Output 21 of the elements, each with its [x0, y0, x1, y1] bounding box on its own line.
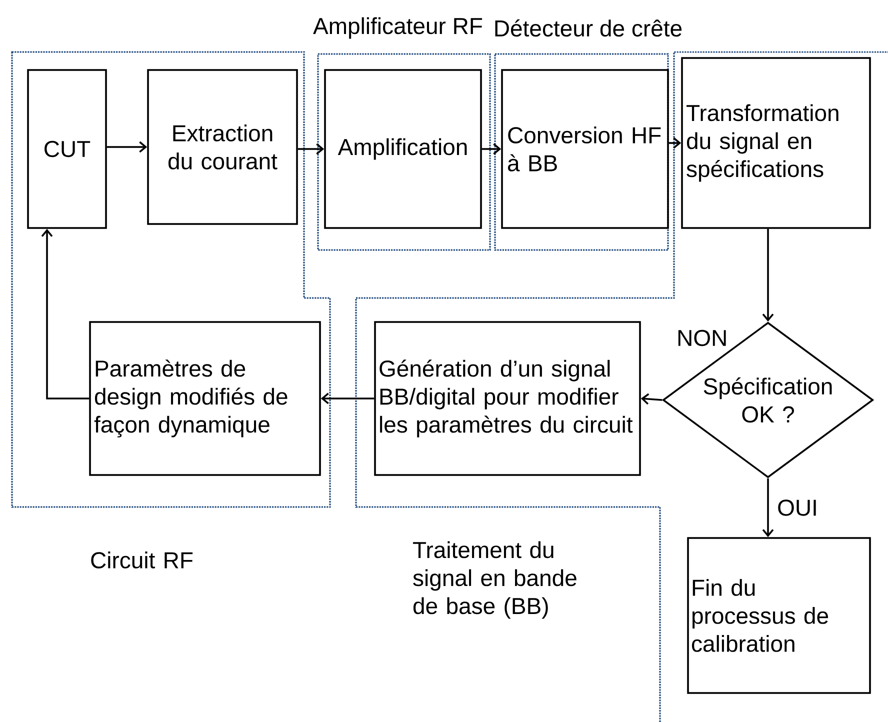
- edge-label: OUI: [776, 498, 819, 517]
- arrow: [640, 393, 662, 405]
- node-label: Détecteur de crête: [495, 19, 682, 37]
- arrow: [762, 228, 774, 322]
- process-box: Fin du processus de calibration: [687, 537, 871, 694]
- node-label: Circuit RF: [91, 552, 193, 568]
- node-label: Amplificateur RF: [313, 17, 482, 39]
- arrow: [106, 141, 148, 153]
- process-box: Amplification: [324, 69, 482, 229]
- arrow: [320, 392, 374, 404]
- process-box: Extraction du courant: [147, 69, 298, 225]
- process-box: Génération d’un signal BB/digital pour modifier les paramètres du circuit: [374, 321, 641, 476]
- edge-label: NON: [676, 328, 729, 348]
- arrow: [298, 143, 324, 155]
- process-box: Transformation du signal en spécifications: [681, 57, 871, 229]
- arrow: [41, 228, 90, 400]
- arrow: [762, 478, 774, 538]
- arrow: [482, 143, 502, 155]
- process-box: Paramètres de design modifiés de façon dynamique: [89, 321, 321, 476]
- process-box: Conversion HF à BB: [501, 69, 669, 229]
- process-box: CUT: [27, 69, 107, 229]
